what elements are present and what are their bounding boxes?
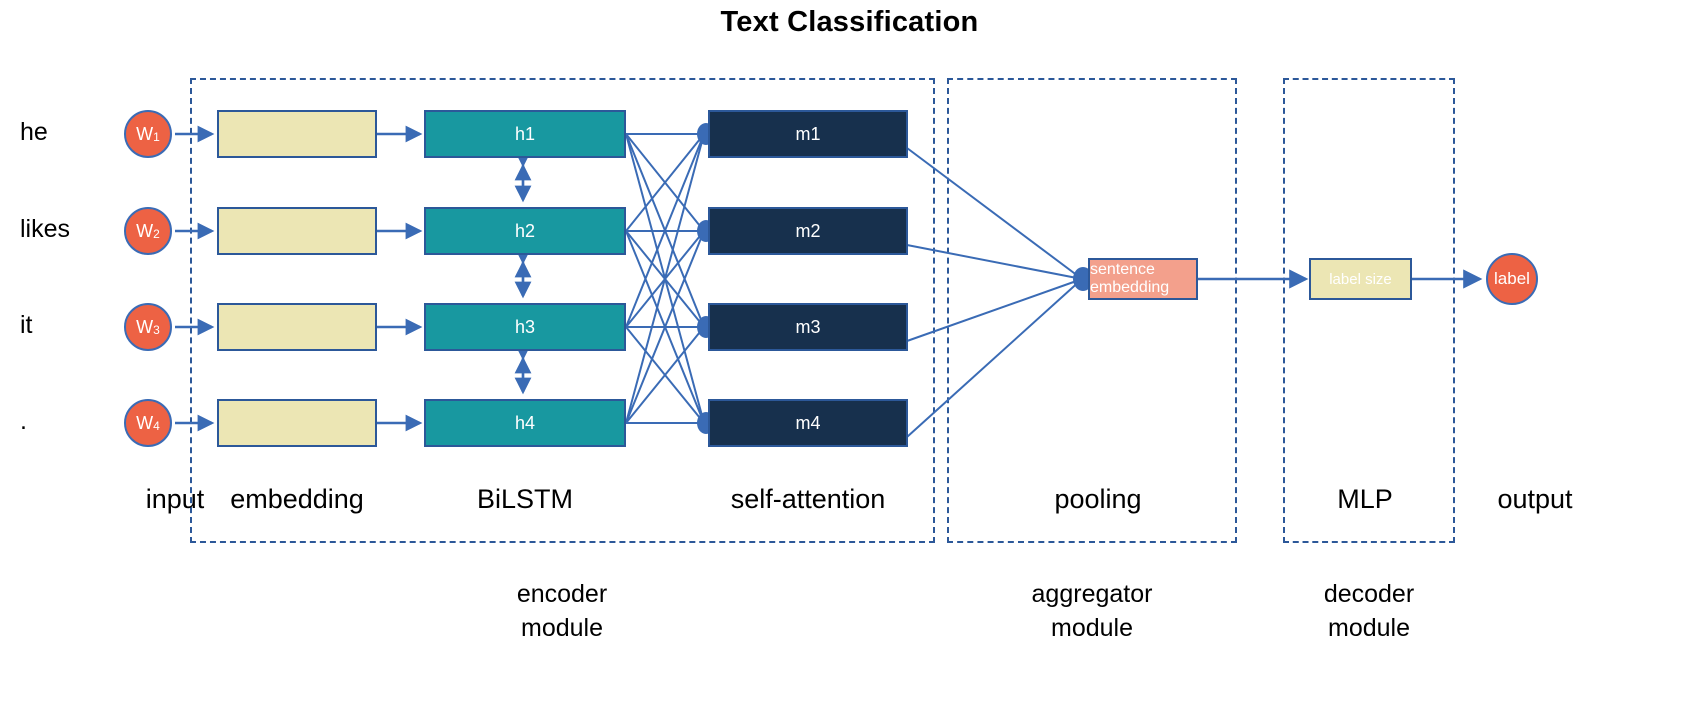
stage-label-output: output — [1497, 484, 1573, 514]
input-word-2: it — [20, 311, 33, 339]
input-word-3: . — [20, 407, 27, 435]
module-caption-encoder: encoder module — [462, 578, 662, 646]
module-caption-aggregator-line2: module — [1051, 613, 1133, 642]
decoder-module-frame — [1283, 78, 1455, 543]
module-caption-aggregator-line1: aggregator — [1031, 580, 1153, 608]
module-caption-decoder-line2: module — [1328, 613, 1410, 642]
stage-label-bilstm: BiLSTM — [476, 484, 574, 514]
input-word-1: likes — [20, 215, 71, 243]
output-label-circle[interactable]: label — [1486, 253, 1538, 305]
stage-label-pooling: pooling — [1054, 484, 1142, 514]
stage-label-input: input — [145, 484, 205, 514]
bilstm-box-h3[interactable]: h3 — [424, 303, 626, 351]
token-prefix: W — [136, 413, 154, 433]
module-caption-encoder-line2: module — [521, 613, 603, 642]
module-caption-encoder-line1: encoder — [516, 580, 608, 608]
token-index: 3 — [153, 323, 160, 337]
token-prefix: W — [136, 221, 154, 241]
attention-box-m1[interactable]: m1 — [708, 110, 908, 158]
embedding-box-4[interactable] — [217, 399, 377, 447]
embedding-box-1[interactable] — [217, 110, 377, 158]
embedding-box-3[interactable] — [217, 303, 377, 351]
stage-label-mlp: MLP — [1337, 484, 1393, 514]
token-index: 2 — [153, 227, 160, 241]
token-index: 1 — [153, 130, 160, 144]
stage-label-self-attention: self-attention — [730, 484, 886, 514]
aggregator-module-frame — [947, 78, 1237, 543]
bilstm-box-h4[interactable]: h4 — [424, 399, 626, 447]
token-index: 4 — [153, 419, 160, 433]
stage-label-embedding: embedding — [230, 484, 364, 514]
module-caption-aggregator: aggregator module — [992, 578, 1192, 646]
mlp-box[interactable]: label size — [1309, 258, 1412, 300]
bilstm-box-h2[interactable]: h2 — [424, 207, 626, 255]
pooling-box[interactable]: sentence embedding — [1088, 258, 1198, 300]
input-word-0: he — [20, 118, 48, 146]
token-prefix: W — [136, 317, 154, 337]
embedding-box-2[interactable] — [217, 207, 377, 255]
bilstm-box-h1[interactable]: h1 — [424, 110, 626, 158]
token-prefix: W — [136, 124, 154, 144]
attention-box-m3[interactable]: m3 — [708, 303, 908, 351]
page-title: Text Classification — [720, 6, 979, 38]
module-caption-decoder-line1: decoder — [1323, 580, 1415, 608]
module-caption-decoder: decoder module — [1269, 578, 1469, 646]
attention-box-m4[interactable]: m4 — [708, 399, 908, 447]
attention-box-m2[interactable]: m2 — [708, 207, 908, 255]
